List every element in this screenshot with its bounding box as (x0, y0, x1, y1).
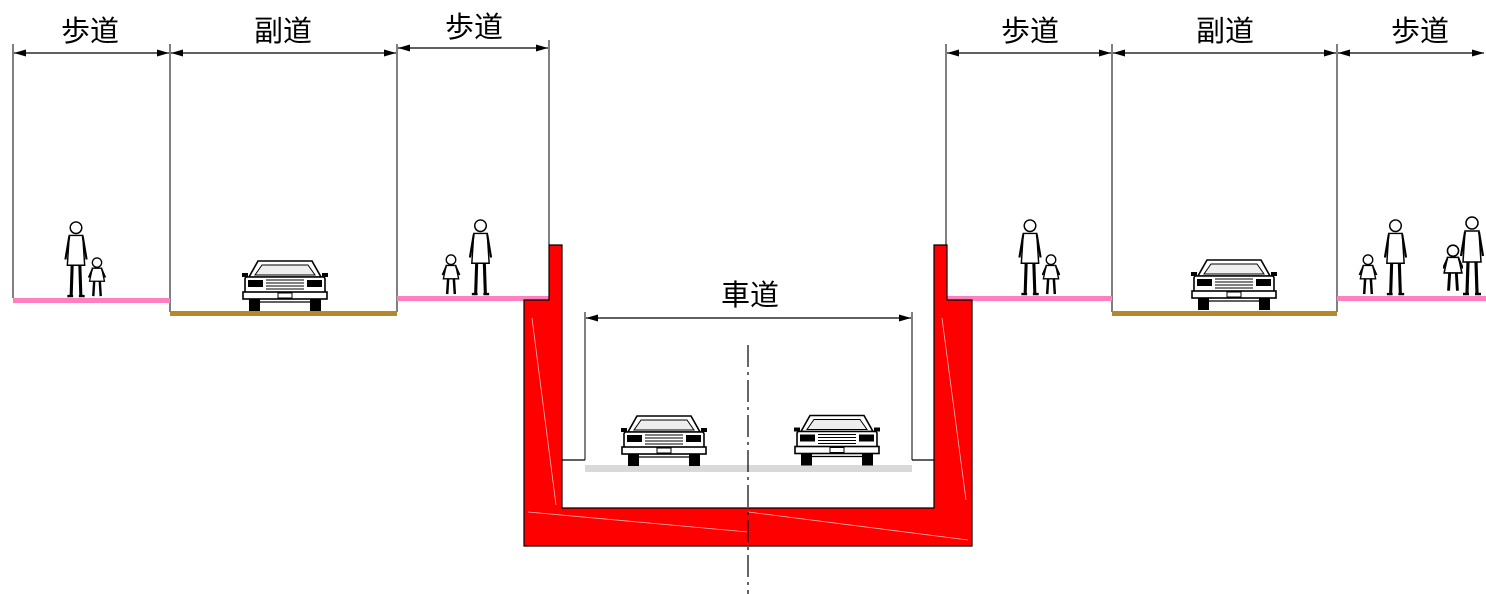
pedestrian-adult (1459, 216, 1485, 296)
label-left-sidewalk-inner: 歩道 (445, 10, 503, 44)
car-carriageway-left (621, 415, 707, 466)
pedestrian-child (441, 254, 461, 296)
left-side-road-surface (170, 311, 397, 316)
pedestrian-child (1042, 254, 1060, 296)
label-left-side-road: 副道 (254, 14, 312, 48)
structure-hatch-lines (527, 317, 969, 541)
right-sidewalk-outer-surface (1337, 296, 1486, 301)
label-left-sidewalk-outer: 歩道 (61, 14, 119, 48)
label-right-sidewalk-inner: 歩道 (1001, 14, 1059, 48)
pedestrian-child (1443, 243, 1463, 293)
label-carriageway: 車道 (721, 278, 779, 312)
label-right-side-road: 副道 (1196, 14, 1254, 48)
pedestrian-adult (1383, 219, 1408, 296)
car-carriageway-right (794, 414, 880, 466)
pedestrian-child (1358, 254, 1378, 296)
pedestrian-child (88, 257, 106, 298)
right-side-road-surface (1112, 311, 1337, 316)
car-left-side-road (242, 260, 328, 311)
top-dimension-lines (14, 44, 1484, 57)
pedestrian-adult (1018, 219, 1042, 296)
pedestrian-adult (468, 219, 493, 296)
car-right-side-road (1191, 259, 1277, 310)
pedestrian-adult (64, 221, 88, 298)
left-sidewalk-inner-surface (397, 296, 555, 301)
extension-lines (12, 40, 1338, 312)
right-sidewalk-inner-surface (941, 296, 1112, 301)
label-right-sidewalk-outer: 歩道 (1391, 14, 1449, 48)
left-sidewalk-outer-surface (13, 298, 170, 303)
ground-surfaces (13, 296, 1486, 316)
